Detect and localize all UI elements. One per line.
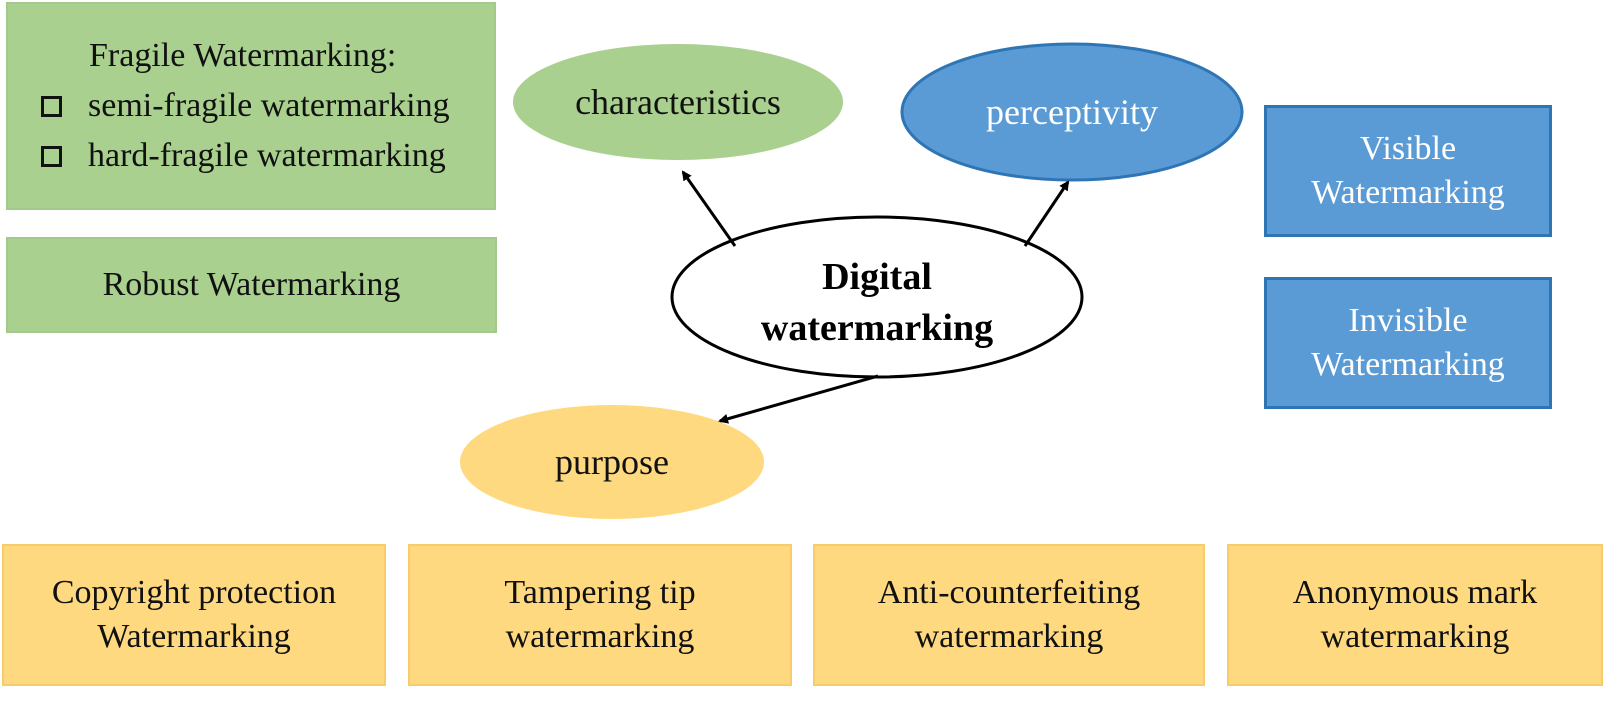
anonymous-mark-line1: Anonymous mark <box>1292 574 1538 611</box>
center-label-line2: watermarking <box>761 307 993 349</box>
checkbox-icon <box>41 95 62 117</box>
arrow-to-characteristics <box>681 170 737 247</box>
anti-counterfeiting-line2: watermarking <box>914 618 1104 655</box>
copyright-protection-line1: Copyright protection <box>51 574 337 611</box>
tampering-tip-line2: watermarking <box>505 618 695 655</box>
anti-counterfeiting-box: Anti-counterfeiting watermarking <box>813 544 1205 686</box>
characteristics-node <box>513 44 843 160</box>
visible-watermarking-line1: Visible <box>1359 130 1457 167</box>
invisible-watermarking-line1: Invisible <box>1348 302 1468 339</box>
fragile-watermarking-title: Fragile Watermarking: <box>89 37 397 74</box>
fragile-item-hard-label: hard-fragile watermarking <box>88 137 446 174</box>
anonymous-mark-box: Anonymous mark watermarking <box>1227 544 1603 686</box>
anti-counterfeiting-line1: Anti-counterfeiting <box>877 574 1141 611</box>
copyright-protection-box: Copyright protection Watermarking <box>2 544 386 686</box>
perceptivity-label: perceptivity <box>986 92 1158 132</box>
perceptivity-node <box>900 42 1244 182</box>
fragile-item-semi: semi-fragile watermarking <box>41 81 450 131</box>
checkbox-icon <box>41 145 62 167</box>
fragile-item-hard: hard-fragile watermarking <box>41 131 446 181</box>
purpose-label: purpose <box>555 442 669 482</box>
arrow-to-purpose <box>718 374 879 424</box>
purpose-node <box>460 405 764 519</box>
copyright-protection-line2: Watermarking <box>97 618 291 655</box>
invisible-watermarking-box: Invisible Watermarking <box>1264 277 1552 409</box>
visible-watermarking-line2: Watermarking <box>1311 174 1505 211</box>
anonymous-mark-line2: watermarking <box>1320 618 1510 655</box>
robust-watermarking-box: Robust Watermarking <box>6 237 497 333</box>
characteristics-label: characteristics <box>575 82 781 122</box>
fragile-watermarking-box: Fragile Watermarking: semi-fragile water… <box>6 2 496 210</box>
arrow-to-perceptivity <box>1023 180 1070 247</box>
center-label-line1: Digital <box>822 256 932 298</box>
tampering-tip-line1: Tampering tip <box>504 574 696 611</box>
robust-watermarking-label: Robust Watermarking <box>102 266 401 303</box>
fragile-item-semi-label: semi-fragile watermarking <box>88 87 450 124</box>
tampering-tip-box: Tampering tip watermarking <box>408 544 792 686</box>
visible-watermarking-box: Visible Watermarking <box>1264 105 1552 237</box>
invisible-watermarking-line2: Watermarking <box>1311 346 1505 383</box>
